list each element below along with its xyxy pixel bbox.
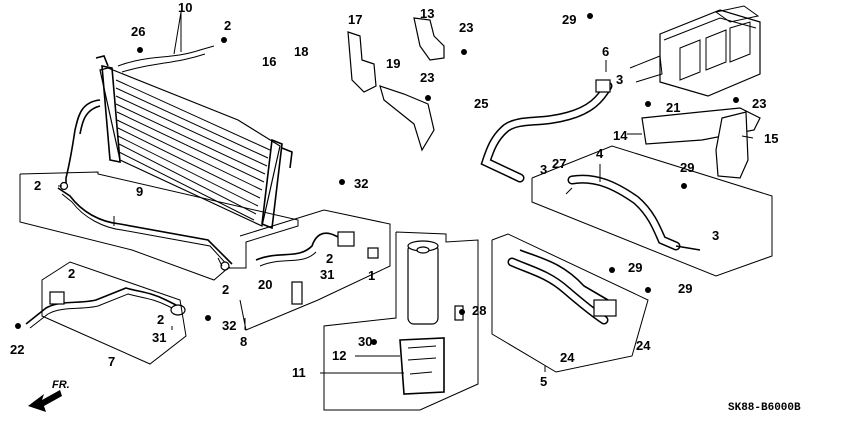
- callout-23: 23: [459, 20, 473, 35]
- callout-2: 2: [326, 251, 333, 266]
- receiver-drier-drawing: [323, 231, 479, 411]
- callout-18: 18: [294, 44, 308, 59]
- callout-2: 2: [222, 282, 229, 297]
- callout-27: 27: [552, 156, 566, 171]
- callout-22: 22: [10, 342, 24, 357]
- callout-29: 29: [680, 160, 694, 175]
- callout-24: 24: [560, 350, 575, 365]
- callout-29: 29: [678, 281, 692, 296]
- callout-11: 11: [292, 365, 306, 380]
- callout-2: 2: [68, 266, 75, 281]
- callout-8: 8: [240, 334, 247, 349]
- callout-24: 24: [636, 338, 651, 353]
- callout-6: 6: [602, 44, 609, 59]
- evaporator-unit-drawing: [629, 5, 761, 97]
- callout-19: 19: [386, 56, 400, 71]
- bracket-drawings: [347, 17, 761, 179]
- callout-26: 26: [131, 24, 145, 39]
- callout-23: 23: [752, 96, 766, 111]
- callout-9: 9: [136, 184, 143, 199]
- callout-17: 17: [348, 12, 362, 27]
- front-arrow-label: FR.: [52, 379, 70, 391]
- callout-32: 32: [354, 176, 368, 191]
- callout-1: 1: [368, 268, 375, 283]
- callout-13: 13: [420, 6, 434, 21]
- callout-30: 30: [358, 334, 372, 349]
- callout-2: 2: [157, 312, 164, 327]
- diagram-code: SK88-B6000B: [728, 402, 801, 414]
- discharge-hose-4-drawing: [531, 145, 773, 277]
- callout-14: 14: [613, 128, 628, 143]
- switch-pipe-8-drawing: [239, 209, 391, 331]
- callout-labels: 10 2 26 17 13 23 16 18 19 23 29 6 3 25 2…: [10, 0, 801, 414]
- callout-10: 10: [178, 0, 192, 15]
- callout-20: 20: [258, 277, 272, 292]
- callout-16: 16: [262, 54, 276, 69]
- callout-2: 2: [224, 18, 231, 33]
- hose-assembly-5-drawing: [491, 233, 649, 373]
- callout-15: 15: [764, 131, 778, 146]
- callout-7: 7: [108, 354, 115, 369]
- suction-pipe-7-drawing: [25, 261, 187, 365]
- callout-28: 28: [472, 303, 486, 318]
- callout-3: 3: [616, 72, 623, 87]
- callout-31: 31: [152, 330, 166, 345]
- callout-32: 32: [222, 318, 236, 333]
- front-direction-arrow: FR.: [28, 379, 70, 412]
- callout-12: 12: [332, 348, 346, 363]
- callout-3: 3: [540, 162, 547, 177]
- leader-lines: [58, 11, 754, 374]
- callout-5: 5: [540, 374, 547, 389]
- callout-21: 21: [666, 100, 680, 115]
- callout-29: 29: [628, 260, 642, 275]
- bolt-icons: [15, 13, 739, 345]
- callout-2: 2: [34, 178, 41, 193]
- condenser-drawing: [65, 45, 293, 230]
- callout-3: 3: [712, 228, 719, 243]
- callout-31: 31: [320, 267, 334, 282]
- callout-4: 4: [596, 146, 604, 161]
- suction-hose-6-drawing: [480, 79, 613, 183]
- callout-29: 29: [562, 12, 576, 27]
- callout-23: 23: [420, 70, 434, 85]
- discharge-pipe-drawing: [57, 181, 233, 271]
- callout-25: 25: [474, 96, 488, 111]
